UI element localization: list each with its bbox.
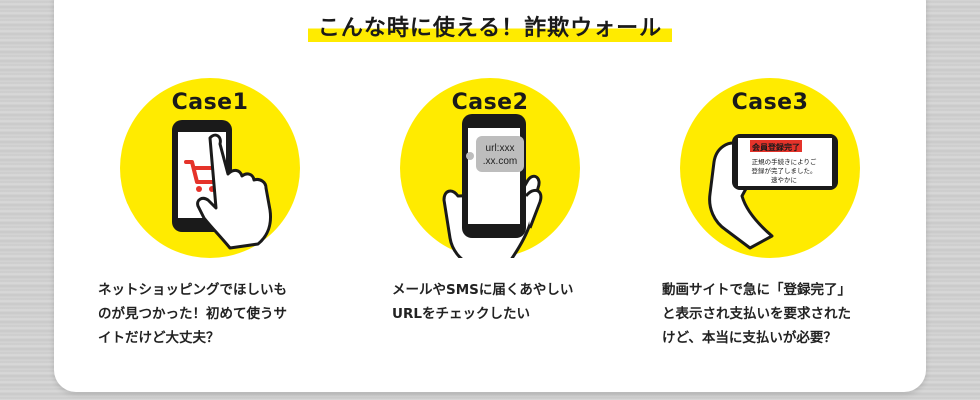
desc-line: 動画サイトで急に「登録完了」 xyxy=(662,282,851,298)
section-title: こんな時に使える！詐欺ウォール xyxy=(307,10,673,42)
alert-banner-text: 会員登録完了 xyxy=(752,142,800,152)
bubble-line-1: url:xxx xyxy=(486,143,515,154)
case-3-graphic: 会員登録完了 正規の手続きによりご 登録が完了しました。 速やかに xyxy=(680,78,860,258)
case-2-description: メールやSMSに届くあやしい URLをチェックしたい xyxy=(392,278,602,326)
title-area: こんな時に使える！詐欺ウォール xyxy=(54,10,926,42)
desc-line: メールやSMSに届くあやしい xyxy=(392,282,574,298)
case-3-label: Case3 xyxy=(731,90,809,115)
desc-line: のが見つかった！初めて使うサ xyxy=(98,306,287,322)
content-card: こんな時に使える！詐欺ウォール Case1 url:xxx .xx.com xyxy=(54,0,926,392)
case-1-description: ネットショッピングでほしいも のが見つかった！初めて使うサ イトだけど大丈夫？ xyxy=(98,278,308,350)
desc-line: と表示され支払いを要求された xyxy=(662,306,851,322)
case-2-label: Case2 xyxy=(451,90,529,115)
screen-line-3: 速やかに xyxy=(771,176,797,184)
alert-banner xyxy=(750,140,802,152)
bubble-line-2: .xx.com xyxy=(483,156,517,167)
case-1-label: Case1 xyxy=(171,90,249,115)
case-1-illustration: Case1 xyxy=(120,78,300,258)
hand-icon xyxy=(196,133,272,250)
message-bubble xyxy=(476,136,524,172)
case-1-graphic xyxy=(120,78,300,258)
desc-line: けど、本当に支払いが必要？ xyxy=(662,330,837,346)
hand-icon xyxy=(708,141,774,250)
desc-line: URLをチェックしたい xyxy=(392,306,530,322)
case-2-graphic: url:xxx .xx.com xyxy=(400,78,580,258)
desc-line: イトだけど大丈夫？ xyxy=(98,330,220,346)
case-2-illustration: url:xxx .xx.com Case2 xyxy=(400,78,580,258)
desc-line: ネットショッピングでほしいも xyxy=(98,282,287,298)
case-3-illustration: 会員登録完了 正規の手続きによりご 登録が完了しました。 速やかに Case3 xyxy=(680,78,860,258)
screen-line-2: 登録が完了しました。 xyxy=(752,166,817,175)
screen-line-1: 正規の手続きによりご xyxy=(752,157,817,166)
case-3-description: 動画サイトで急に「登録完了」 と表示され支払いを要求された けど、本当に支払いが… xyxy=(662,278,872,350)
